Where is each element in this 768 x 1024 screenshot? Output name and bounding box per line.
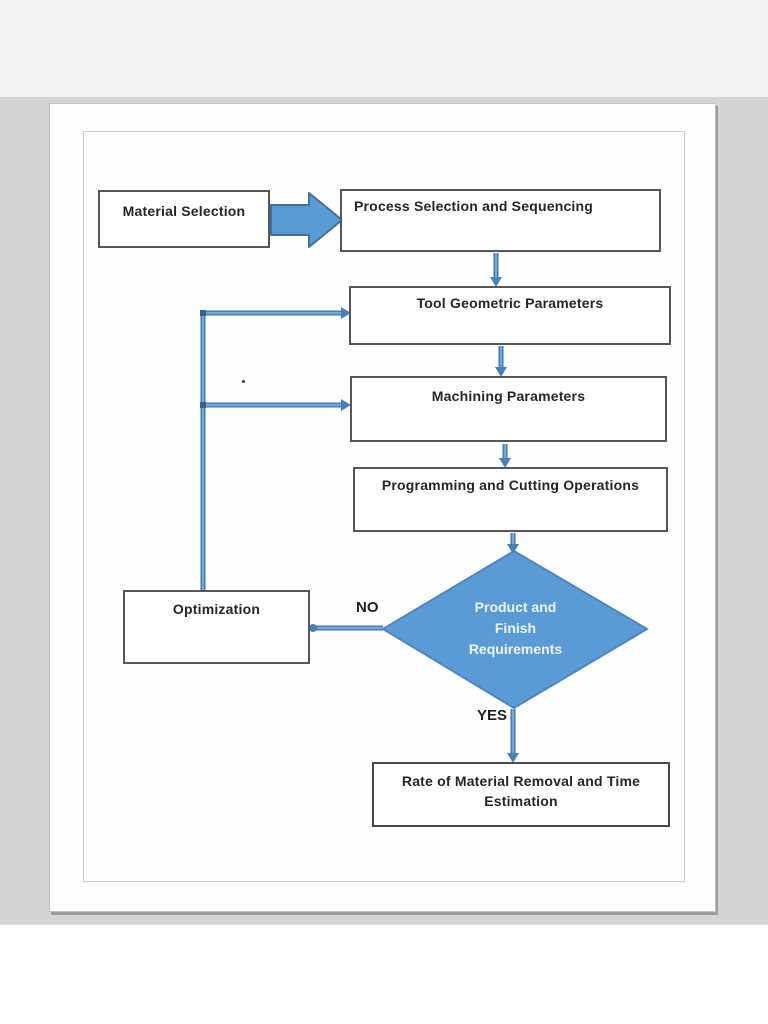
feedback-junction-upper bbox=[200, 310, 206, 316]
decision-label-line2: Finish bbox=[494, 620, 537, 636]
arrowhead-into-machining-left bbox=[341, 399, 351, 411]
arrowhead-into-tool-left bbox=[341, 307, 351, 319]
node-label: Material Selection bbox=[122, 203, 246, 219]
edge-label-yes: YES bbox=[477, 707, 508, 724]
node-label: Programming and Cutting Operations bbox=[381, 477, 640, 493]
node-process-selection: Process Selection and Sequencing bbox=[340, 189, 661, 252]
node-machining-parameters: Machining Parameters bbox=[350, 376, 667, 442]
feedback-junction-lower bbox=[200, 402, 206, 408]
stray-dot-artifact bbox=[242, 380, 245, 383]
node-tool-geometric-parameters: Tool Geometric Parameters bbox=[349, 286, 671, 345]
node-material-selection: Material Selection bbox=[98, 190, 270, 248]
decision-diamond-label: Product and Finish Requirements bbox=[413, 597, 618, 660]
node-label: Process Selection and Sequencing bbox=[354, 198, 594, 214]
arrowhead-into-decision bbox=[507, 544, 519, 554]
node-programming-cutting-operations: Programming and Cutting Operations bbox=[353, 467, 668, 532]
node-label: Optimization bbox=[172, 601, 261, 617]
decision-label-line1: Product and bbox=[474, 599, 557, 615]
edge-label-no: NO bbox=[356, 599, 379, 616]
arrowhead-into-programming bbox=[499, 458, 511, 468]
node-label-line2: Estimation bbox=[484, 793, 558, 809]
node-label: Machining Parameters bbox=[431, 388, 586, 404]
viewer-top-strip bbox=[0, 0, 768, 97]
node-label-line1: Rate of Material Removal and Time bbox=[401, 773, 641, 789]
node-optimization: Optimization bbox=[123, 590, 310, 664]
block-arrow-material-to-process bbox=[270, 192, 343, 248]
arrowhead-into-machining bbox=[495, 367, 507, 377]
arrowhead-into-tool bbox=[490, 277, 502, 287]
viewer-bottom-strip bbox=[0, 925, 768, 1024]
decision-diamond bbox=[381, 549, 649, 710]
no-branch-endpoint-dot bbox=[309, 624, 317, 632]
arrowhead-into-rate bbox=[507, 753, 519, 763]
node-label: Tool Geometric Parameters bbox=[416, 295, 604, 311]
figure-border bbox=[83, 131, 685, 882]
node-rate-of-material-removal: Rate of Material Removal and Time Estima… bbox=[372, 762, 670, 827]
decision-label-line3: Requirements bbox=[468, 641, 563, 657]
